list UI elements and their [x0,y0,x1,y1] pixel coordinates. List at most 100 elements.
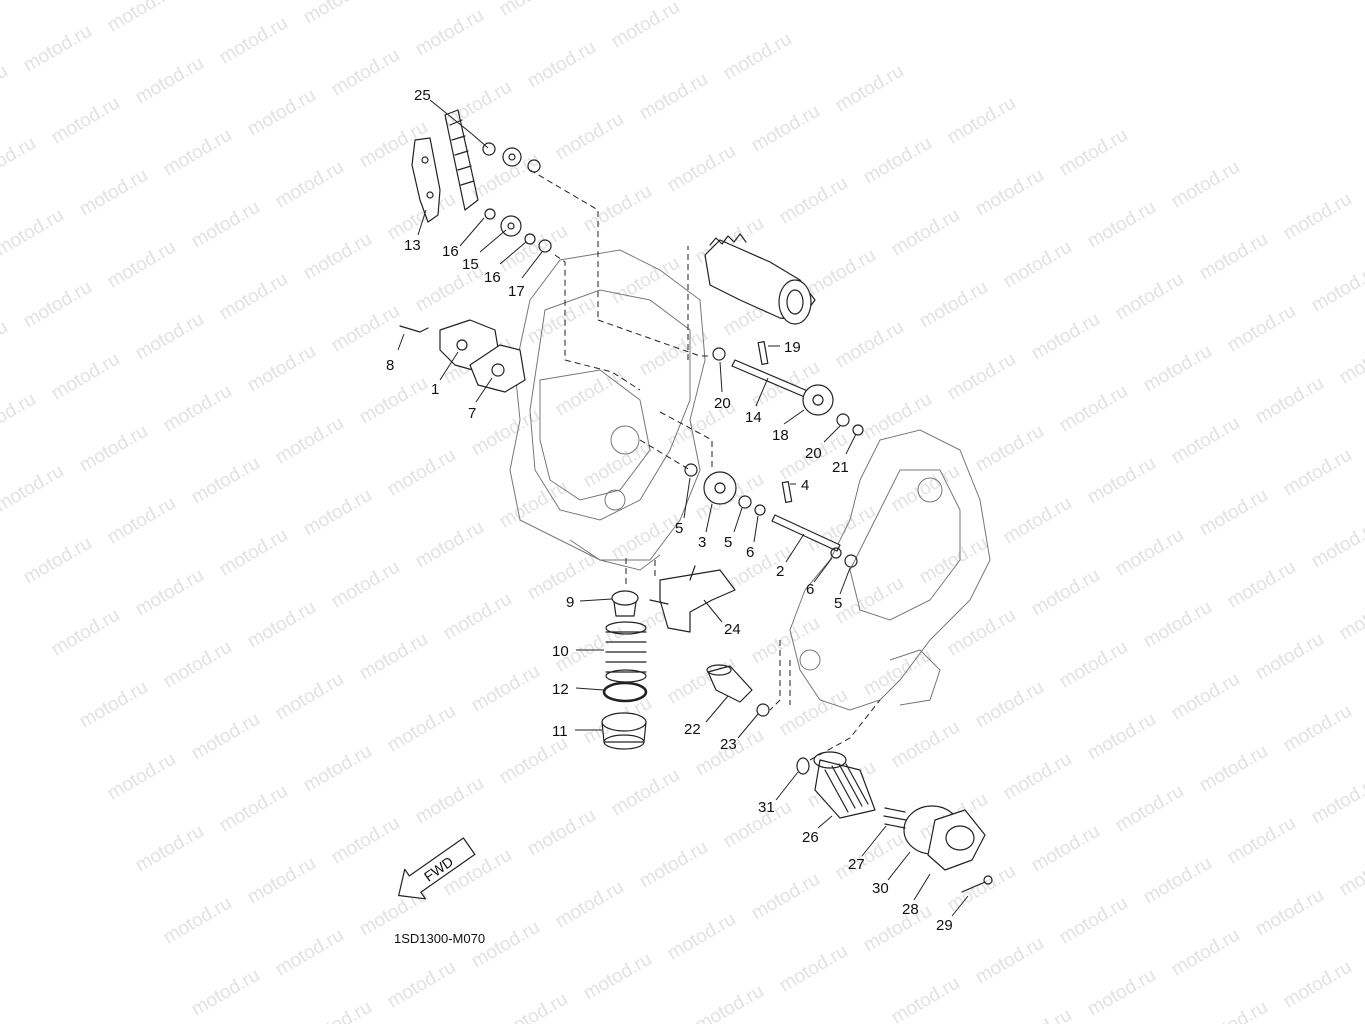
label-18: 18 [772,427,789,444]
watermark-text: motod.ru [1308,773,1365,829]
watermark-text: motod.ru [944,93,1019,149]
watermark-text: motod.ru [608,509,683,565]
watermark-text: motod.ru [1168,413,1243,469]
watermark-text: motod.ru [748,613,823,669]
watermark-text: motod.ru [1196,229,1271,285]
watermark-text: motod.ru [104,237,179,293]
watermark-text: motod.ru [972,677,1047,733]
label-19: 19 [784,339,801,356]
label-6b: 6 [806,581,814,598]
watermark-text: motod.ru [1112,781,1187,837]
watermark-text: motod.ru [1056,893,1131,949]
watermark-text: motod.ru [1336,845,1365,901]
watermark-text: motod.ru [1224,301,1299,357]
watermark-text: motod.ru [1056,125,1131,181]
label-10: 10 [552,643,569,660]
watermark-text: motod.ru [608,765,683,821]
watermark-text: motod.ru [1140,597,1215,653]
watermark-text: motod.ru [244,597,319,653]
label-21: 21 [832,459,849,476]
watermark-text: motod.ru [0,461,67,517]
watermark-text: motod.ru [216,525,291,581]
label-28: 28 [902,901,919,918]
watermark-text: motod.ru [216,781,291,837]
watermark-text: motod.ru [48,93,123,149]
watermark-text: motod.ru [608,253,683,309]
label-1: 1 [431,381,439,398]
watermark-text: motod.ru [132,821,207,877]
watermark-text: motod.ru [944,349,1019,405]
watermark-text: motod.ru [748,101,823,157]
watermark-text: motod.ru [496,477,571,533]
watermark-text: motod.ru [664,909,739,965]
watermark-text: motod.ru [776,173,851,229]
watermark-text: motod.ru [1196,997,1271,1024]
watermark-text: motod.ru [636,837,711,893]
watermark-text: motod.ru [1140,341,1215,397]
watermark-text: motod.ru [1252,629,1327,685]
label-23: 23 [720,736,737,753]
shaft-14-assembly [712,341,864,436]
watermark-text: motod.ru [496,989,571,1024]
watermark-text: motod.ru [188,197,263,253]
watermark-text: motod.ru [0,205,67,261]
watermark-text: motod.ru [412,773,487,829]
drawing-code: 1SD1300-M070 [394,931,485,946]
watermark-text: motod.ru [272,157,347,213]
watermark-text: motod.ru [804,501,879,557]
watermark-text: motod.ru [916,277,991,333]
label-25: 25 [414,87,431,104]
watermark-text: motod.ru [1084,965,1159,1021]
watermark-text: motod.ru [1084,709,1159,765]
watermark-text: motod.ru [216,269,291,325]
watermark-text: motod.ru [524,37,599,93]
watermark-text: motod.ru [76,165,151,221]
watermark-text: motod.ru [132,565,207,621]
watermark-text: motod.ru [48,605,123,661]
watermark-text: motod.ru [524,805,599,861]
watermark-text: motod.ru [1196,485,1271,541]
watermark-text: motod.ru [1280,189,1355,245]
label-2: 2 [776,563,784,580]
watermark-text: motod.ru [944,605,1019,661]
watermark-text: motod.ru [552,365,627,421]
watermark-text: motod.ru [328,557,403,613]
watermark-text: motod.ru [272,413,347,469]
watermark-text: motod.ru [356,373,431,429]
baffle-plate-part [649,565,736,633]
timing-chain-part [444,109,479,211]
watermark-text: motod.ru [300,997,375,1024]
watermark-text: motod.ru [1336,589,1365,645]
watermark-text: motod.ru [160,893,235,949]
watermark-text: motod.ru [496,0,571,20]
crankcase-right-outline [789,429,991,711]
watermark-text: motod.ru [328,45,403,101]
watermark-text: motod.ru [104,0,179,36]
watermark-text: motod.ru [1168,925,1243,981]
watermark-text: motod.ru [20,533,95,589]
watermark-text: motod.ru [944,861,1019,917]
watermark-text: motod.ru [20,21,95,77]
watermark-text: motod.ru [636,325,711,381]
watermark-text: motod.ru [1168,157,1243,213]
watermark-text: motod.ru [160,637,235,693]
watermark-text: motod.ru [1140,853,1215,909]
watermark-text: motod.ru [664,141,739,197]
label-8: 8 [386,357,394,374]
watermark-text: motod.ru [888,205,963,261]
oil-pump-part [399,319,526,393]
watermark-text: motod.ru [356,629,431,685]
watermark-text: motod.ru [1084,453,1159,509]
watermark-text: motod.ru [1252,885,1327,941]
watermark-text: motod.ru [1280,701,1355,757]
watermark-text: motod.ru [860,901,935,957]
watermark-text: motod.ru [1308,517,1365,573]
watermark-text: motod.ru [0,389,39,445]
watermark-text: motod.ru [832,61,907,117]
watermark-text: motod.ru [776,941,851,997]
watermark-text: motod.ru [188,453,263,509]
watermark-text: motod.ru [272,925,347,981]
label-29: 29 [936,917,953,934]
watermark-text: motod.ru [832,829,907,885]
